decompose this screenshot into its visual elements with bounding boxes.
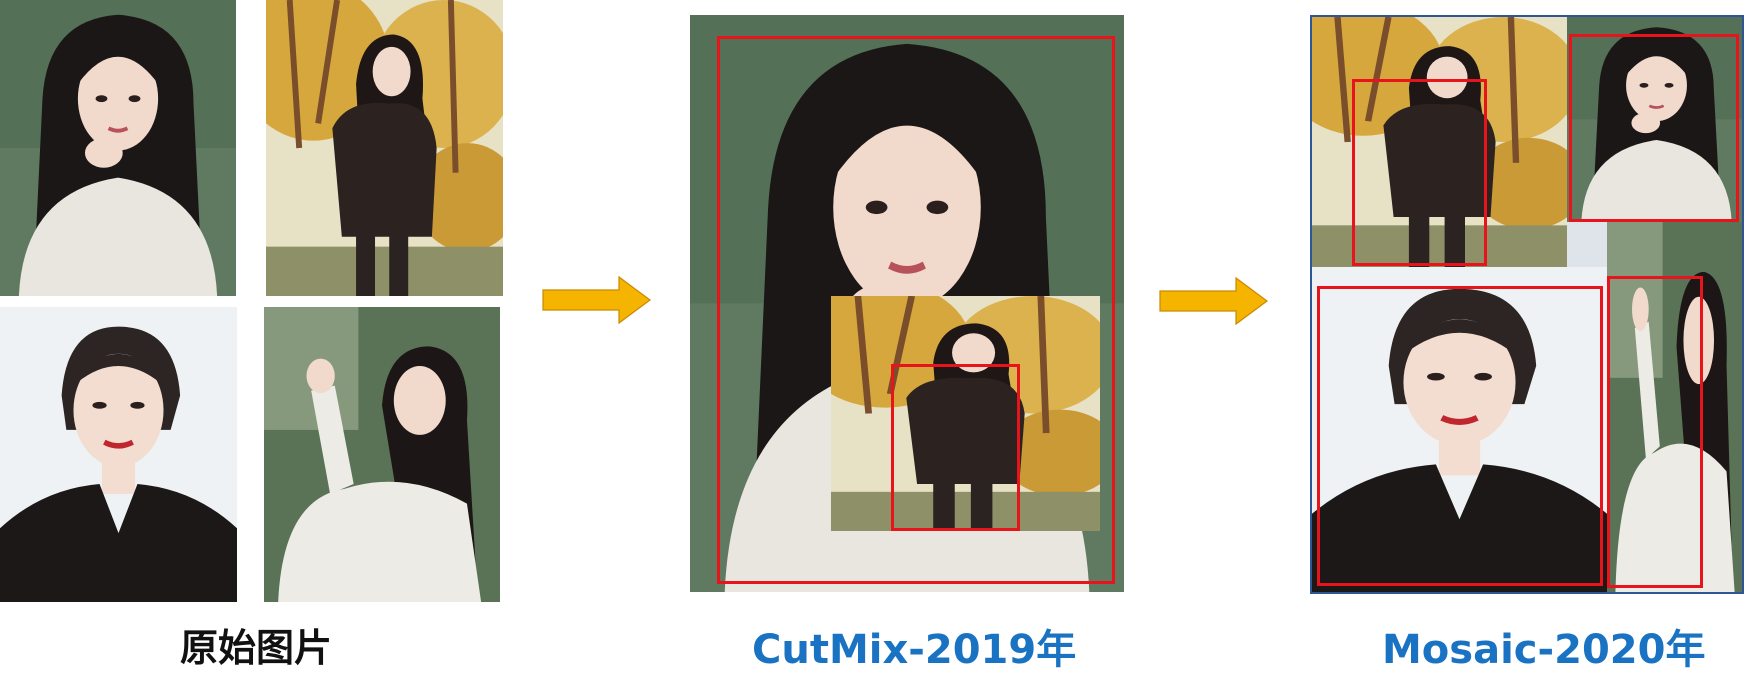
portrait-image [0, 307, 237, 602]
mosaic-bbox-2 [1569, 34, 1739, 222]
right-arrow-icon [542, 275, 652, 325]
mosaic-bbox-4 [1607, 276, 1703, 588]
original-photo-3 [0, 307, 237, 602]
mosaic-caption: Mosaic-2020年 [1382, 627, 1706, 673]
original-photo-4 [264, 307, 500, 602]
portrait-image [0, 0, 236, 296]
cutmix-bbox-patch [891, 364, 1020, 531]
mosaic-canvas [1310, 15, 1744, 594]
portrait-image [264, 307, 500, 602]
right-arrow-icon [1159, 276, 1269, 326]
cutmix-bbox-main [717, 36, 1115, 584]
original-photo-2 [266, 0, 503, 296]
mosaic-bbox-3 [1317, 286, 1603, 586]
mosaic-bbox-1 [1352, 79, 1487, 266]
original-photo-1 [0, 0, 236, 296]
cutmix-caption: CutMix-2019年 [752, 627, 1077, 673]
portrait-image [266, 0, 503, 296]
original-caption: 原始图片 [180, 626, 333, 670]
